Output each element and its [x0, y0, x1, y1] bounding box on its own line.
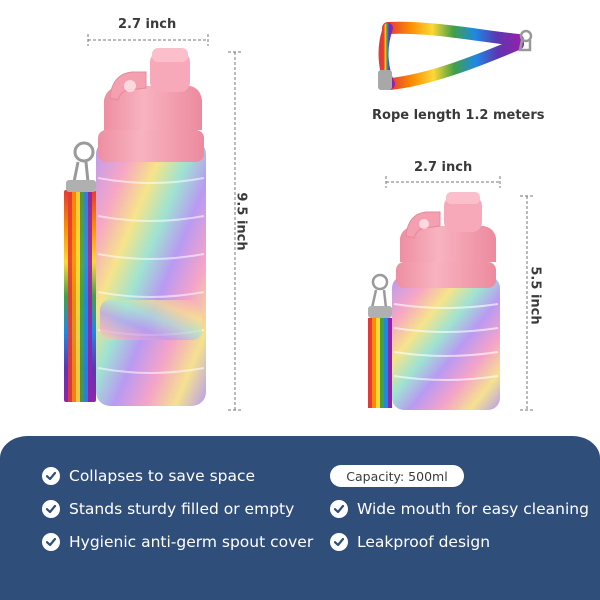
features-panel	[0, 436, 600, 600]
rope-lanyard	[378, 21, 533, 90]
feature-item: Hygienic anti-germ spout cover	[42, 533, 313, 551]
small-width-label: 2.7 inch	[414, 160, 473, 175]
feature-text: Hygienic anti-germ spout cover	[69, 533, 314, 551]
check-icon	[42, 467, 60, 485]
small-width-dimension	[385, 176, 501, 188]
check-icon	[42, 533, 60, 551]
feature-item: Leakproof design	[330, 533, 490, 551]
large-width-label: 2.7 inch	[118, 17, 177, 32]
large-bottle	[64, 48, 206, 406]
small-bottle	[368, 192, 500, 410]
product-illustration	[64, 21, 534, 411]
large-bottle-clip	[72, 141, 95, 184]
rope-length-caption: Rope length 1.2 meters	[372, 108, 545, 123]
feature-text: Leakproof design	[357, 533, 491, 551]
large-width-dimension	[87, 34, 209, 46]
feature-item: Collapses to save space	[42, 467, 255, 485]
small-height-dimension	[520, 195, 534, 411]
check-icon	[330, 500, 348, 518]
large-height-label: 9.5 inch	[233, 192, 249, 251]
check-icon	[42, 500, 60, 518]
check-icon	[330, 533, 348, 551]
capacity-badge: Capacity: 500ml	[330, 465, 464, 487]
feature-item: Wide mouth for easy cleaning	[330, 500, 589, 518]
feature-text: Collapses to save space	[69, 467, 256, 485]
feature-item: Stands sturdy filled or empty	[42, 500, 294, 518]
feature-text: Stands sturdy filled or empty	[69, 500, 295, 518]
feature-text: Wide mouth for easy cleaning	[357, 500, 589, 518]
small-height-label: 5.5 inch	[527, 266, 543, 325]
large-height-dimension	[228, 51, 242, 411]
